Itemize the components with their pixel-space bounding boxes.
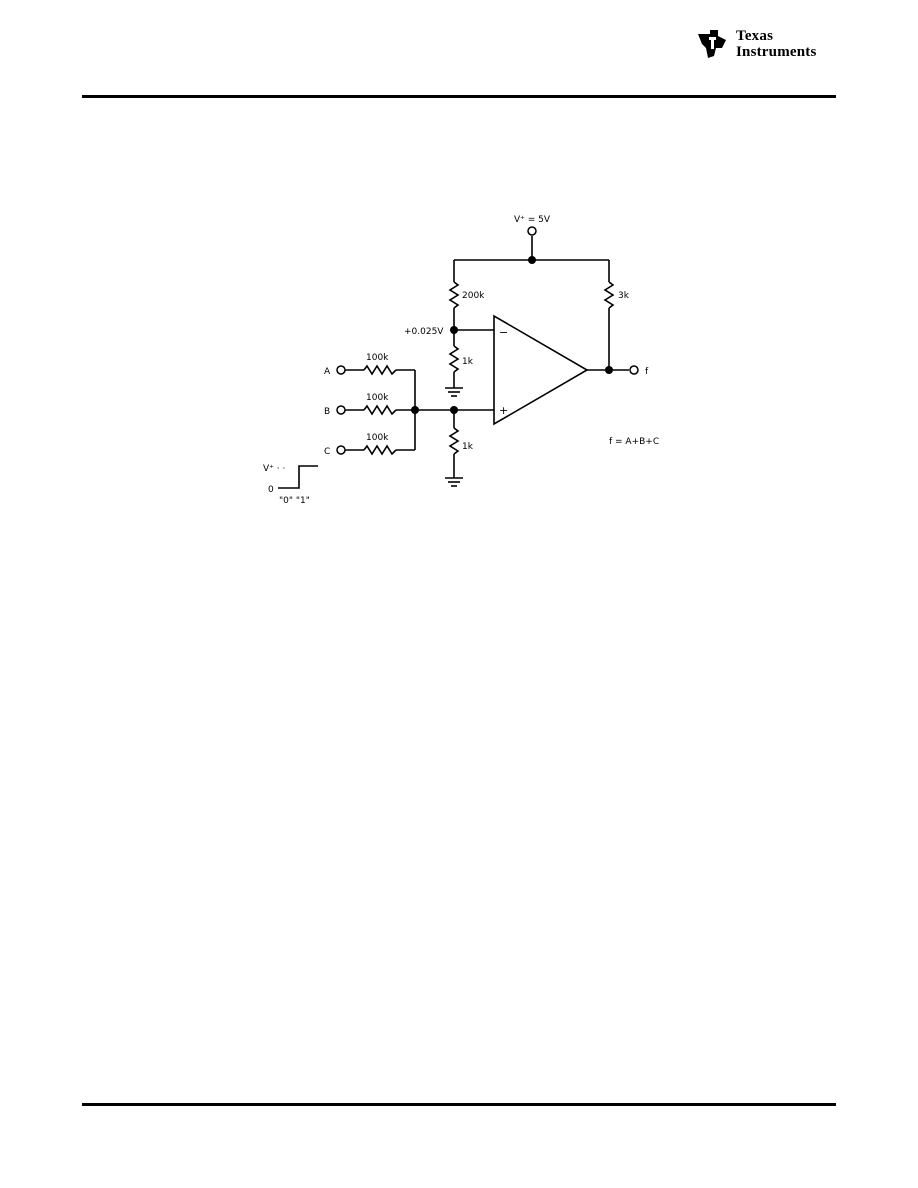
logo-line-2: Instruments: [736, 44, 817, 60]
r-input-a-label: 100k: [366, 353, 389, 363]
input-c-label: C: [324, 447, 330, 457]
header-rule: [82, 95, 836, 98]
legend-high-label: V⁺ · ·: [263, 464, 285, 474]
equation-label: f = A+B+C: [609, 437, 659, 447]
logo-line-1: Texas: [736, 28, 774, 44]
r-bias-ground-label: 1k: [462, 442, 474, 452]
r-ref-ground-label: 1k: [462, 357, 474, 367]
opamp-minus-label: −: [499, 326, 508, 339]
output-label: f: [645, 367, 649, 377]
supply-label: V⁺ = 5V: [514, 215, 551, 225]
opamp-plus-label: +: [499, 404, 508, 417]
r-pullup-label: 3k: [618, 291, 630, 301]
input-a-label: A: [324, 367, 331, 377]
r-feedback-label: 200k: [462, 291, 485, 301]
input-b-label: B: [324, 407, 330, 417]
legend-low-label: 0: [268, 485, 274, 495]
comparator-schematic: V⁺ = 5V 200k 3k +0.025V 1k 1k A B C 100k…: [263, 215, 659, 506]
legend-states-label: "0" "1": [279, 496, 310, 506]
ref-voltage-label: +0.025V: [404, 327, 444, 337]
r-input-b-label: 100k: [366, 393, 389, 403]
footer-rule: [82, 1103, 836, 1106]
r-input-c-label: 100k: [366, 433, 389, 443]
ti-logo-icon: [698, 30, 726, 58]
